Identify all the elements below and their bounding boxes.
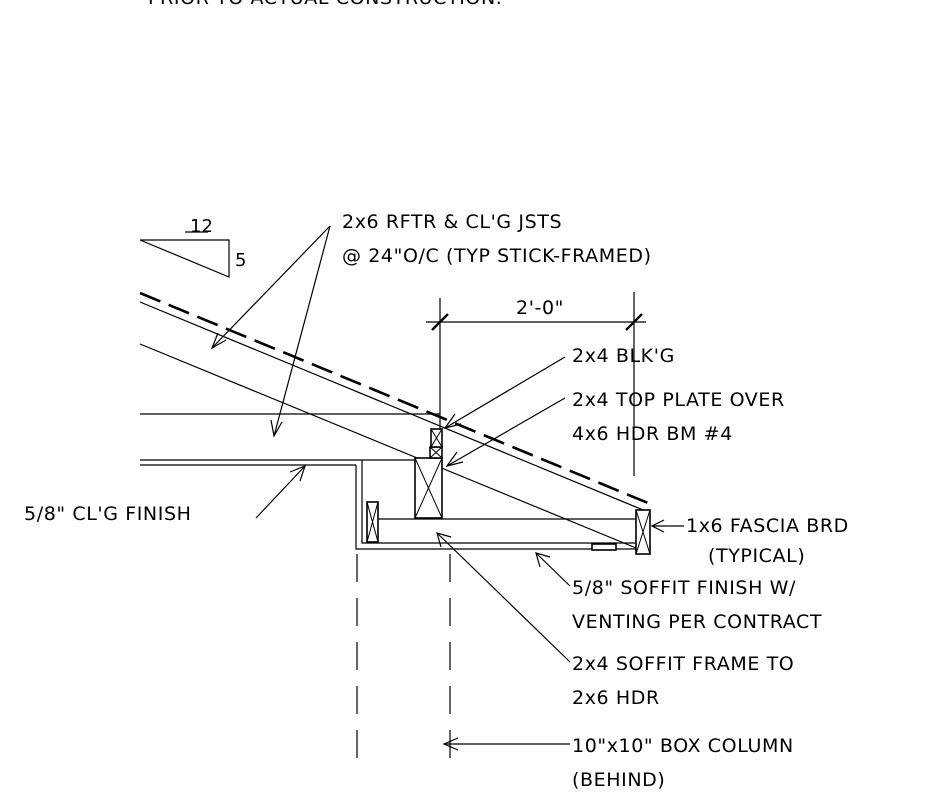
ceiling-finish [140,459,362,466]
column-leader [442,737,570,751]
fascia-label-2: (TYPICAL) [708,545,805,567]
slope-rise: 5 [235,250,246,271]
fascia-board [635,509,651,555]
top-plate-leader [445,397,566,467]
rafter-label-2: @ 24"O/C (TYP STICK-FRAMED) [342,245,652,267]
rafter-label-1: 2x6 RFTR & CL'G JSTS [342,211,562,233]
slope-run: 12 [190,216,213,237]
ceiling-finish-leader [255,464,306,519]
top-plate-label-2: 4x6 HDR BM #4 [572,423,733,445]
soffit-box [355,459,636,550]
blocking-label: 2x4 BLK'G [572,345,675,367]
ceiling-finish-label: 5/8" CL'G FINISH [24,503,192,525]
soffit-frame-leader [436,532,571,663]
rafter-top [139,301,649,513]
fascia-label-1: 1x6 FASCIA BRD [686,515,849,537]
slope-indicator: 12 5 [139,216,246,278]
top-plate-label-1: 2x4 TOP PLATE OVER [572,389,785,411]
dimension-label: 2'-0" [516,297,564,319]
soffit-frame-label-1: 2x4 SOFFIT FRAME TO [572,653,794,675]
soffit-vent [591,543,617,551]
rafter-bottom [139,343,637,549]
soffit-frame-stud [366,501,379,543]
column-label-2: (BEHIND) [572,769,665,791]
soffit-frame-label-2: 2x6 HDR [572,687,660,709]
soffit-finish-leader [535,552,571,587]
top-plate [429,446,443,459]
soffit-finish-label-2: VENTING PER CONTRACT [572,611,822,633]
blocking-leader [443,356,566,429]
overhang-dimension: 2'-0" [426,292,646,476]
blocking [430,428,443,448]
header-beam [414,457,443,519]
fascia-leader [650,519,684,533]
soffit-finish-label-1: 5/8" SOFFIT FINISH W/ [572,577,796,599]
rafter-leaders [210,225,331,438]
header-note: PRIOR TO ACTUAL CONSTRUCTION. [148,0,502,9]
column-label-1: 10"x10" BOX COLUMN [572,735,794,757]
